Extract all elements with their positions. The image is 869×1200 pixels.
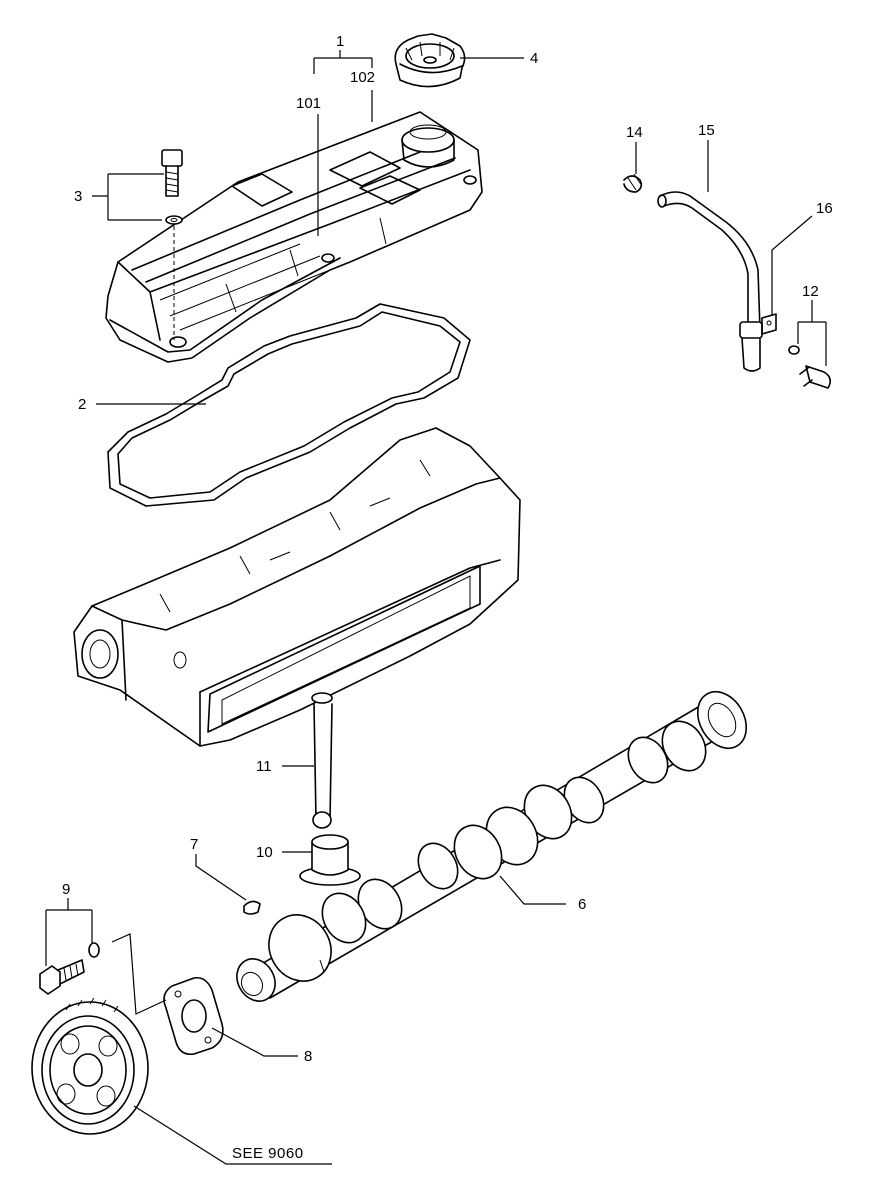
cylinder-head [73,427,521,747]
thrust-plate [163,976,224,1056]
camshaft [236,690,748,1002]
callout-6: 6 [578,896,586,913]
callout-8: 8 [304,1048,312,1065]
callout-7: 7 [190,836,198,853]
tube-bolt [788,345,832,389]
cover-gasket [107,303,471,507]
callout-4: 4 [530,50,538,67]
callout-14: 14 [626,124,643,141]
oil-filler-neck [401,124,455,168]
callout-9: 9 [62,881,70,898]
gear-bolt [39,942,100,995]
callout-102: 102 [350,69,375,86]
callout-12: 12 [802,283,819,300]
see-reference-label: SEE 9060 [232,1145,304,1162]
callout-16: 16 [816,200,833,217]
callout-2: 2 [78,396,86,413]
callout-1: 1 [336,33,344,50]
callout-labels: 1 102 101 4 3 14 15 16 12 2 11 7 10 9 6 … [62,33,833,1162]
push-rod [311,692,333,829]
cover-bolt [161,149,183,340]
tappet [299,834,361,886]
callout-11: 11 [256,758,272,775]
oil-filler-cap [394,33,466,88]
rocker-cover [105,111,483,363]
woodruff-key [243,900,261,915]
leader-lines [45,50,827,1165]
hose-clip [623,173,643,193]
callout-10: 10 [256,844,273,861]
callout-15: 15 [698,122,715,139]
callout-3: 3 [74,188,82,205]
callout-101: 101 [296,95,321,112]
camshaft-gear [31,997,149,1135]
oil-tube [657,191,777,372]
